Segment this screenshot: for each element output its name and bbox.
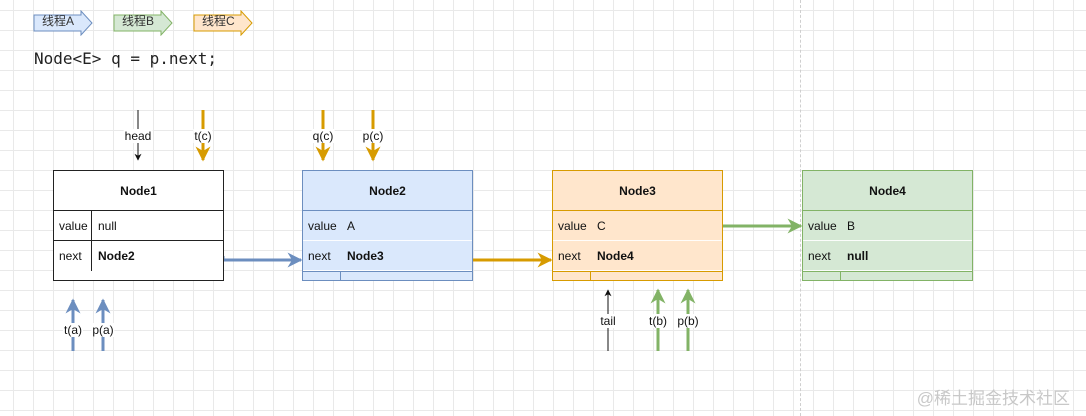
legend-thread-c: 线程C — [193, 10, 253, 36]
node3-next-key: next — [558, 249, 581, 263]
node1-value-divider — [91, 211, 92, 240]
legend-thread-b: 线程B — [113, 10, 173, 36]
link-node1-node2-arrow — [221, 252, 303, 268]
node1-next-row: next Node2 — [54, 241, 223, 271]
tc-label: t(c) — [193, 129, 213, 143]
node2-value-key: value — [308, 219, 337, 233]
node3-next: Node4 — [597, 249, 634, 263]
node3-footer-divider — [590, 272, 591, 280]
node3-value: C — [597, 219, 606, 233]
code-line: Node<E> q = p.next; — [34, 49, 218, 68]
pc-label: p(c) — [361, 129, 385, 143]
node2-next-row: next Node3 — [303, 241, 472, 271]
node1-box: Node1 value null next Node2 — [53, 170, 224, 281]
node3-title: Node3 — [553, 171, 722, 211]
node2-footer-divider — [340, 272, 341, 280]
tb-label: t(b) — [648, 314, 668, 328]
tail-label: tail — [599, 314, 617, 328]
node4-value-row: value B — [803, 211, 972, 241]
node4-next-row: next null — [803, 241, 972, 271]
legend-thread-c-label: 线程C — [202, 14, 235, 28]
node2-value: A — [347, 219, 356, 233]
node4-next: null — [847, 249, 869, 263]
ta-label: t(a) — [63, 323, 83, 337]
node4-footer — [803, 271, 972, 280]
pa-label: p(a) — [91, 323, 115, 337]
qc-label: q(c) — [311, 129, 335, 143]
node4-value: B — [847, 219, 856, 233]
legend-thread-a: 线程A — [33, 10, 93, 36]
node4-box: Node4 value B next null — [802, 170, 973, 281]
node3-next-row: next Node4 — [553, 241, 722, 271]
node1-value: null — [98, 219, 117, 233]
legend-thread-a-shape — [33, 10, 93, 36]
watermark: @稀土掘金技术社区 — [916, 389, 1070, 408]
node4-value-key: value — [808, 219, 837, 233]
node2-next-key: next — [308, 249, 331, 263]
legend-thread-a-label: 线程A — [42, 14, 75, 28]
node1-next: Node2 — [98, 249, 135, 263]
node4-title: Node4 — [803, 171, 972, 211]
head-label: head — [123, 129, 153, 143]
node2-box: Node2 value A next Node3 — [302, 170, 473, 281]
legend-thread-b-shape — [113, 10, 173, 36]
node2-footer — [303, 271, 472, 280]
node4-footer-divider — [840, 272, 841, 280]
dashed-divider — [800, 0, 801, 416]
node4-next-key: next — [808, 249, 831, 263]
node1-next-key: next — [59, 249, 82, 263]
legend-thread-c-shape — [193, 10, 253, 36]
legend-thread-b-label: 线程B — [122, 14, 155, 28]
node3-value-row: value C — [553, 211, 722, 241]
node1-next-divider — [91, 241, 92, 271]
node2-title: Node2 — [303, 171, 472, 211]
node2-value-row: value A — [303, 211, 472, 241]
node3-footer — [553, 271, 722, 280]
node1-value-key: value — [59, 219, 88, 233]
node1-value-row: value null — [54, 211, 223, 241]
node3-box: Node3 value C next Node4 — [552, 170, 723, 281]
node1-title: Node1 — [54, 171, 223, 211]
pb-label: p(b) — [676, 314, 700, 328]
node3-value-key: value — [558, 219, 587, 233]
node2-next: Node3 — [347, 249, 384, 263]
